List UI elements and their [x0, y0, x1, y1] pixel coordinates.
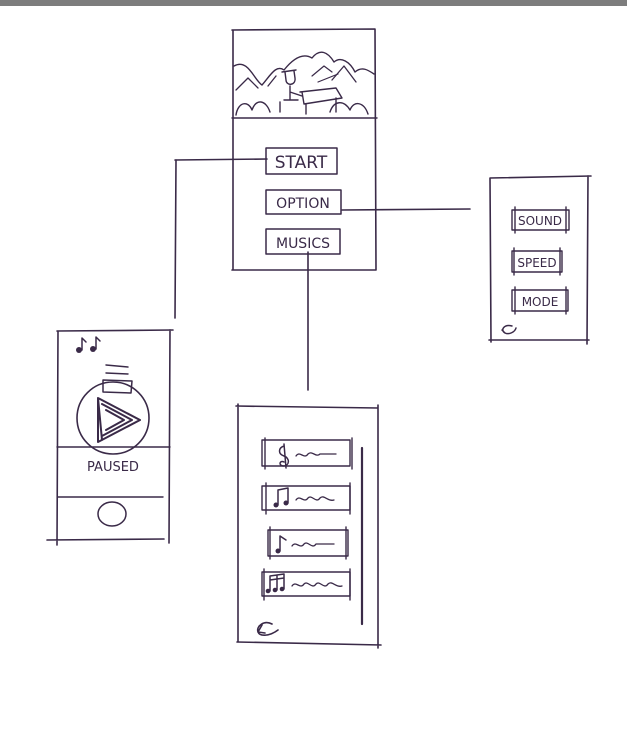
- track-title-placeholder: [291, 582, 343, 587]
- back-arrow-icon[interactable]: [501, 324, 517, 335]
- track-row[interactable]: [261, 568, 351, 601]
- sixteenth-notes-icon: [269, 573, 285, 592]
- speed-button-label: SPEED: [517, 256, 556, 270]
- option-screen: SOUND SPEED MODE: [488, 175, 592, 345]
- treble-clef-icon: [278, 443, 290, 469]
- music-list-screen: [235, 403, 382, 649]
- player-screen: PAUSED: [46, 329, 174, 546]
- mode-button-label: MODE: [522, 295, 559, 309]
- option-button[interactable]: OPTION: [265, 189, 342, 215]
- track-title-placeholder: [295, 452, 337, 457]
- option-button-label: OPTION: [276, 196, 330, 212]
- track-row[interactable]: [261, 482, 351, 515]
- menu-lines-icon: [105, 364, 129, 375]
- musics-button-label: MUSICS: [276, 236, 330, 252]
- connector-start-to-player: [174, 158, 268, 161]
- musics-button[interactable]: MUSICS: [265, 228, 341, 255]
- title-illustration: [233, 51, 375, 116]
- start-button[interactable]: START: [265, 147, 338, 175]
- flow-connectors: [174, 158, 471, 391]
- track-row[interactable]: [267, 526, 349, 560]
- connector-start-down: [174, 159, 177, 319]
- music-notes-icon: [76, 336, 101, 353]
- beamed-notes-icon: [277, 487, 289, 506]
- window-top-bar: [0, 0, 627, 6]
- mode-button[interactable]: MODE: [511, 286, 569, 315]
- eighth-note-icon: [279, 535, 287, 552]
- track-row[interactable]: [261, 437, 353, 470]
- main-menu-screen: START OPTION MUSICS: [231, 28, 378, 271]
- track-title-placeholder: [291, 542, 335, 547]
- connector-option-to-settings: [341, 208, 471, 211]
- sound-button[interactable]: SOUND: [511, 206, 570, 234]
- play-icon[interactable]: [76, 379, 150, 455]
- home-button[interactable]: [97, 501, 127, 527]
- sound-button-label: SOUND: [518, 214, 562, 228]
- track-title-placeholder: [295, 496, 335, 501]
- back-arrow-icon[interactable]: [256, 621, 279, 636]
- start-button-label: START: [275, 153, 328, 173]
- speed-button[interactable]: SPEED: [511, 247, 563, 276]
- player-status-text: PAUSED: [87, 460, 139, 475]
